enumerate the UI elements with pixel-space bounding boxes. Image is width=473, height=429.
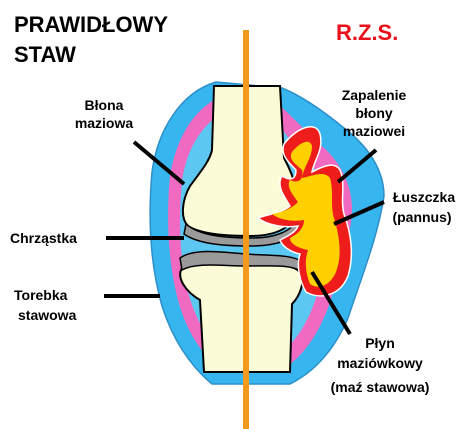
label-plyn-line2: maziówkowy bbox=[337, 355, 423, 371]
label-chrzastka: Chrząstka bbox=[10, 230, 77, 246]
label-luszczka-line1: Łuszczka bbox=[393, 189, 455, 205]
label-zapalenie-line2: błony bbox=[355, 105, 393, 121]
title-normal-joint-line1: PRAWIDŁOWY bbox=[14, 12, 168, 37]
label-zapalenie-line1: Zapalenie bbox=[342, 87, 407, 103]
label-torebka-line1: Torebka bbox=[14, 287, 68, 303]
label-plyn-line1: Płyn bbox=[365, 335, 395, 351]
label-blona-line2: maziowa bbox=[75, 115, 134, 131]
title-rzs: R.Z.S. bbox=[336, 20, 398, 45]
title-normal-joint-line2: STAW bbox=[14, 42, 76, 67]
label-zapalenie-line3: maziowei bbox=[343, 123, 405, 139]
label-torebka-line2: stawowa bbox=[18, 307, 77, 323]
label-blona-line1: Błona bbox=[85, 97, 124, 113]
label-luszczka-line2: (pannus) bbox=[392, 209, 451, 225]
label-plyn-line3: (maź stawowa) bbox=[331, 379, 430, 395]
